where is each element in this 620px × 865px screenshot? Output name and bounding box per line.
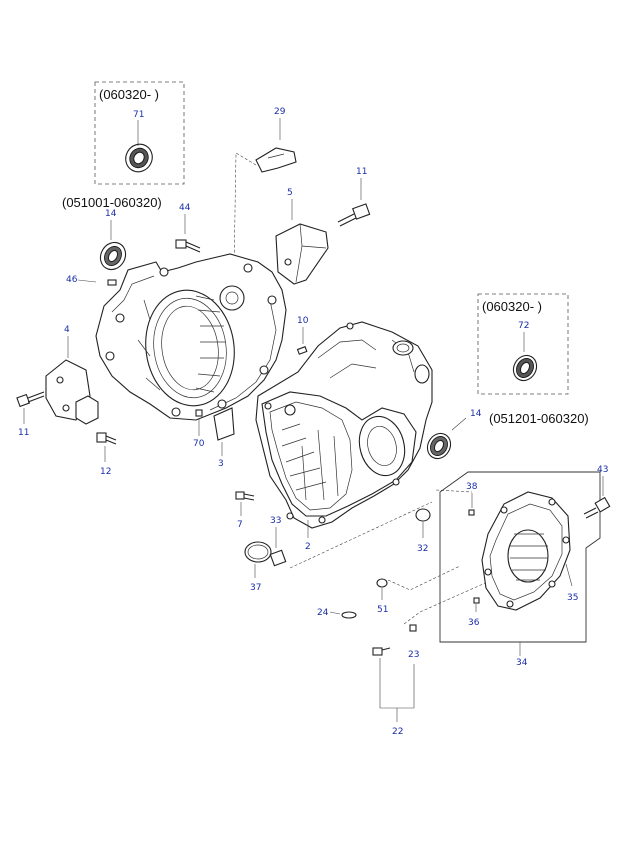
callout-35[interactable]: 35 [567,593,578,603]
plug-38 [468,509,475,516]
bolt-11-top [337,203,371,227]
bolt-22 [372,647,391,656]
callout-51[interactable]: 51 [377,605,388,615]
callout-33[interactable]: 33 [270,516,281,526]
top-dashed-box: (060320- ) 71 [94,81,185,185]
date-code-top-box: (060320- ) [99,87,159,102]
callout-70[interactable]: 70 [193,439,205,449]
callout-22[interactable]: 22 [392,727,403,737]
cover-assembly-box-34 [439,471,601,643]
plate-4 [45,359,99,425]
date-code-left-housing: (051001-060320) [62,195,162,210]
callout-32[interactable]: 32 [417,544,428,554]
converter-housing-left [95,253,287,421]
bolt-11-left [16,391,45,408]
callout-4[interactable]: 4 [64,325,70,335]
oil-seal-14-left [99,241,127,271]
callout-37[interactable]: 37 [250,583,261,593]
dowel-pin-46 [107,279,117,286]
date-code-right-box: (060320- ) [482,299,542,314]
date-code-right-seal: (051201-060320) [489,411,589,426]
o-ring-37 [244,541,272,563]
callout-44[interactable]: 44 [179,203,191,213]
callout-3[interactable]: 3 [218,459,224,469]
o-ring-24 [341,611,357,619]
callout-29[interactable]: 29 [274,107,286,117]
rear-cover [481,491,571,611]
pin-10 [296,346,308,355]
transaxle-case-2 [255,321,433,529]
bolt-44 [175,239,201,253]
callout-10[interactable]: 10 [297,316,309,326]
right-dashed-box: (060320- ) 72 [477,293,569,395]
callout-43[interactable]: 43 [597,465,608,475]
plug-36 [473,597,480,604]
callout-12[interactable]: 12 [100,467,111,477]
bolt-43 [583,496,611,519]
callout-23[interactable]: 23 [408,650,419,660]
callout-24[interactable]: 24 [317,608,329,618]
pin-70 [195,409,203,417]
plate-3 [213,407,235,441]
callout-36[interactable]: 36 [468,618,480,628]
callout-46[interactable]: 46 [66,275,78,285]
callout-38[interactable]: 38 [466,482,478,492]
bolt-12 [96,432,117,445]
callout-7[interactable]: 7 [237,520,243,530]
callout-71[interactable]: 71 [133,110,144,120]
bolt-7 [235,491,255,501]
bracket-29 [255,147,297,173]
callout-14-right[interactable]: 14 [470,409,482,419]
callout-2[interactable]: 2 [305,542,311,552]
callout-14-left[interactable]: 14 [105,209,117,219]
fitting-33 [269,549,287,567]
callout-11-left[interactable]: 11 [18,428,29,438]
washer-23 [409,624,417,632]
callout-72[interactable]: 72 [518,321,529,331]
callout-34[interactable]: 34 [516,658,528,668]
callout-11-top[interactable]: 11 [356,167,367,177]
oil-seal-72 [512,354,538,382]
o-ring-32 [415,508,431,522]
bracket-5 [275,223,329,285]
oil-seal-71 [125,143,153,173]
o-ring-51 [376,578,388,588]
oil-seal-14-right [426,432,452,460]
callout-5[interactable]: 5 [287,188,293,198]
